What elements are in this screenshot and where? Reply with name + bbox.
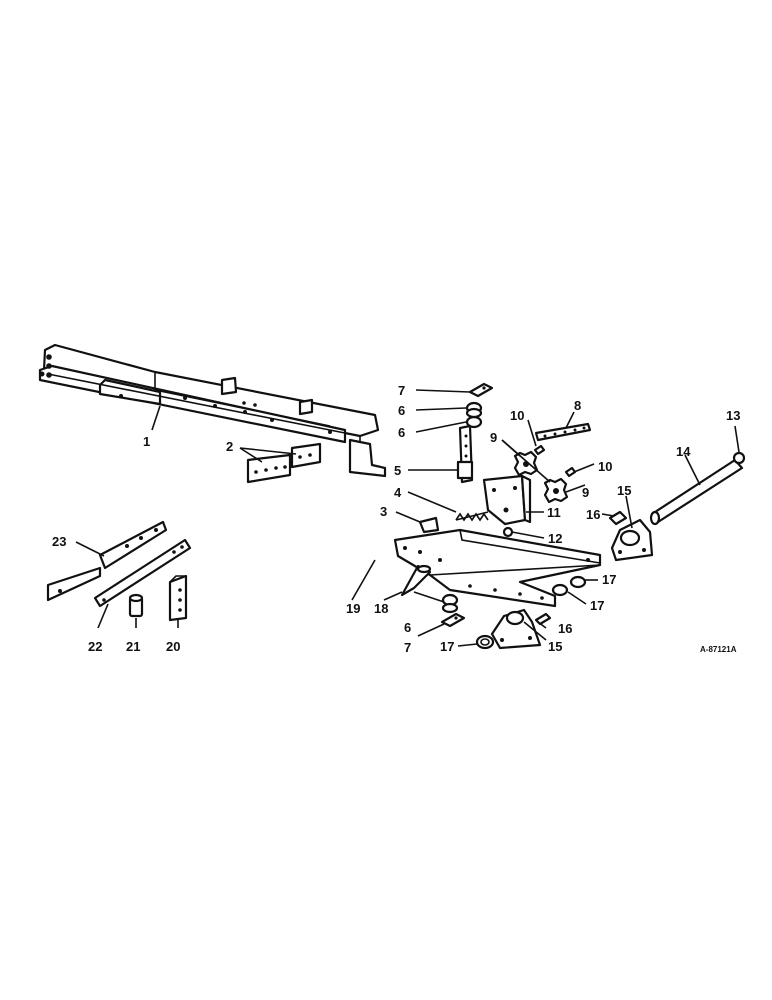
callouts: 1 2 3 4 5 6 6 6 7 7 8 9 9 10 10 11 12 13… — [52, 383, 740, 655]
washer-6-upper — [465, 401, 483, 429]
clip-7-lower — [440, 612, 466, 628]
callout-17c: 17 — [440, 639, 454, 654]
callout-3: 3 — [380, 504, 387, 519]
washer-6-lower — [441, 593, 459, 614]
callout-2: 2 — [226, 439, 233, 454]
callout-17b: 17 — [590, 598, 604, 613]
plate-pair — [246, 442, 322, 484]
spring-4 — [455, 511, 489, 522]
callout-7b: 7 — [404, 640, 411, 655]
callout-15b: 15 — [548, 639, 562, 654]
callout-16a: 16 — [586, 507, 600, 522]
spacer-21 — [128, 593, 144, 618]
callout-9b: 9 — [582, 485, 589, 500]
callout-6b: 6 — [398, 425, 405, 440]
clip-7-upper — [468, 382, 494, 398]
callout-1: 1 — [143, 434, 150, 449]
bracket-plate-11 — [482, 474, 532, 526]
callout-8: 8 — [574, 398, 581, 413]
callout-4: 4 — [394, 485, 402, 500]
adjusting-arm-5 — [456, 424, 474, 484]
callout-5: 5 — [394, 463, 401, 478]
bolt-16-upper — [608, 510, 628, 526]
callout-15a: 15 — [617, 483, 631, 498]
bar-23 — [46, 520, 168, 602]
callout-11: 11 — [547, 505, 561, 520]
callout-10b: 10 — [598, 459, 612, 474]
bushing-17c — [475, 634, 495, 650]
callout-7a: 7 — [398, 383, 405, 398]
callout-16b: 16 — [558, 621, 572, 636]
sprocket-9b — [543, 477, 569, 504]
shaft-14 — [649, 458, 744, 526]
bearing-15-lower — [490, 608, 542, 650]
callout-13: 13 — [726, 408, 740, 423]
callout-23: 23 — [52, 534, 66, 549]
nut-12 — [502, 526, 514, 538]
callout-19: 19 — [346, 601, 360, 616]
callout-9a: 9 — [490, 430, 497, 445]
leader-lines — [75, 389, 740, 647]
callout-22: 22 — [88, 639, 102, 654]
drawing-reference: A-87121A — [700, 645, 737, 654]
callout-18: 18 — [374, 601, 388, 616]
callout-6c: 6 — [404, 620, 411, 635]
callout-14: 14 — [676, 444, 691, 459]
clip-3 — [418, 516, 440, 534]
callout-17a: 17 — [602, 572, 616, 587]
sprocket-9a — [513, 450, 539, 477]
key-10a — [533, 444, 546, 456]
key-10b — [564, 466, 577, 478]
bracket-20 — [168, 574, 188, 622]
callout-12: 12 — [548, 531, 562, 546]
callout-10a: 10 — [510, 408, 524, 423]
chain-8 — [534, 422, 592, 442]
bushing-17a — [569, 575, 587, 589]
callout-21: 21 — [126, 639, 140, 654]
bearing-15-upper — [610, 518, 654, 562]
main-frame — [38, 343, 387, 478]
tube-18 — [400, 564, 432, 597]
callout-20: 20 — [166, 639, 180, 654]
cap-13 — [732, 451, 746, 465]
bar-22 — [93, 538, 192, 608]
bushing-17b — [551, 583, 569, 597]
callout-6a: 6 — [398, 403, 405, 418]
